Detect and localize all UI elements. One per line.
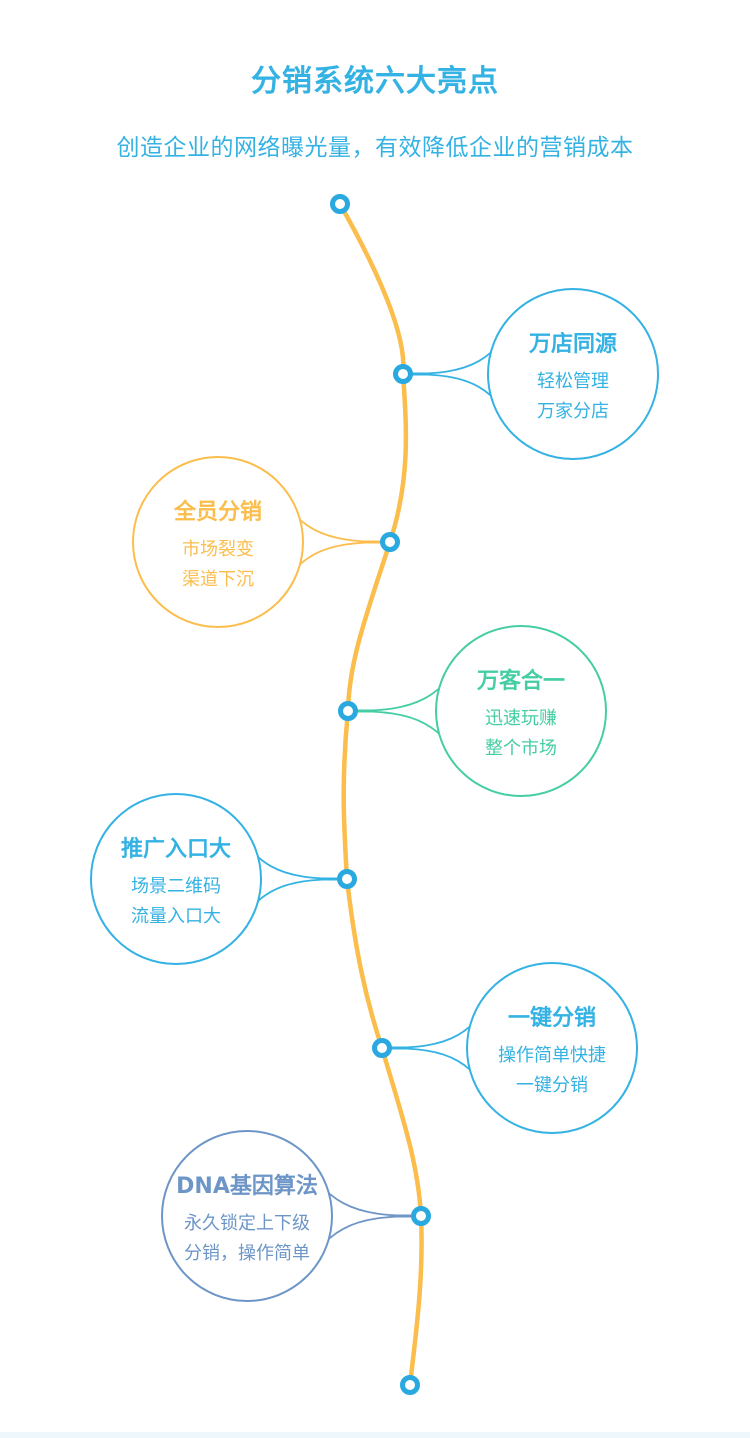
highlight-circle (90, 793, 262, 965)
timeline-node-dot (338, 701, 358, 721)
highlight-circle (435, 625, 607, 797)
highlight-title: 万店同源 (528, 332, 617, 357)
highlight-title: 万客合一 (476, 668, 565, 694)
timeline-node-dot (372, 1038, 392, 1058)
highlight-title: DNA基因算法 (176, 1173, 318, 1199)
highlight-line: 市场裂变 (182, 539, 254, 560)
highlight-circle (132, 456, 304, 628)
bottom-divider (0, 1432, 750, 1438)
page-title: 分销系统六大亮点 (251, 64, 499, 99)
highlight-line: 永久锁定上下级 (184, 1213, 310, 1234)
timeline-node-dot (380, 532, 400, 552)
highlight-line: 迅速玩赚 (485, 708, 557, 729)
timeline-node-dot (393, 364, 413, 384)
highlight-line: 场景二维码 (131, 876, 221, 897)
highlight-line: 流量入口大 (131, 906, 221, 927)
timeline-end-dot (400, 1375, 420, 1395)
highlight-circle (466, 962, 638, 1134)
highlight-title: 一键分销 (508, 1005, 596, 1031)
timeline-node-dot (337, 869, 357, 889)
highlight-title: 全员分销 (173, 499, 262, 525)
highlight-circle (487, 288, 659, 460)
highlight-line: 整个市场 (485, 738, 557, 759)
highlight-line: 渠道下沉 (182, 569, 254, 590)
highlight-line: 操作简单快捷 (498, 1045, 606, 1066)
timeline-start-dot (330, 194, 350, 214)
timeline-node-dot (411, 1206, 431, 1226)
page-subtitle: 创造企业的网络曝光量，有效降低企业的营销成本 (116, 135, 634, 161)
highlight-line: 万家分店 (537, 401, 609, 422)
timeline-spine (337, 201, 424, 1388)
highlight-title: 推广入口大 (121, 836, 231, 862)
highlight-circle (161, 1130, 333, 1302)
highlight-line: 一键分销 (516, 1075, 588, 1096)
highlight-line: 分销，操作简单 (184, 1243, 310, 1264)
highlight-line: 轻松管理 (537, 371, 609, 392)
